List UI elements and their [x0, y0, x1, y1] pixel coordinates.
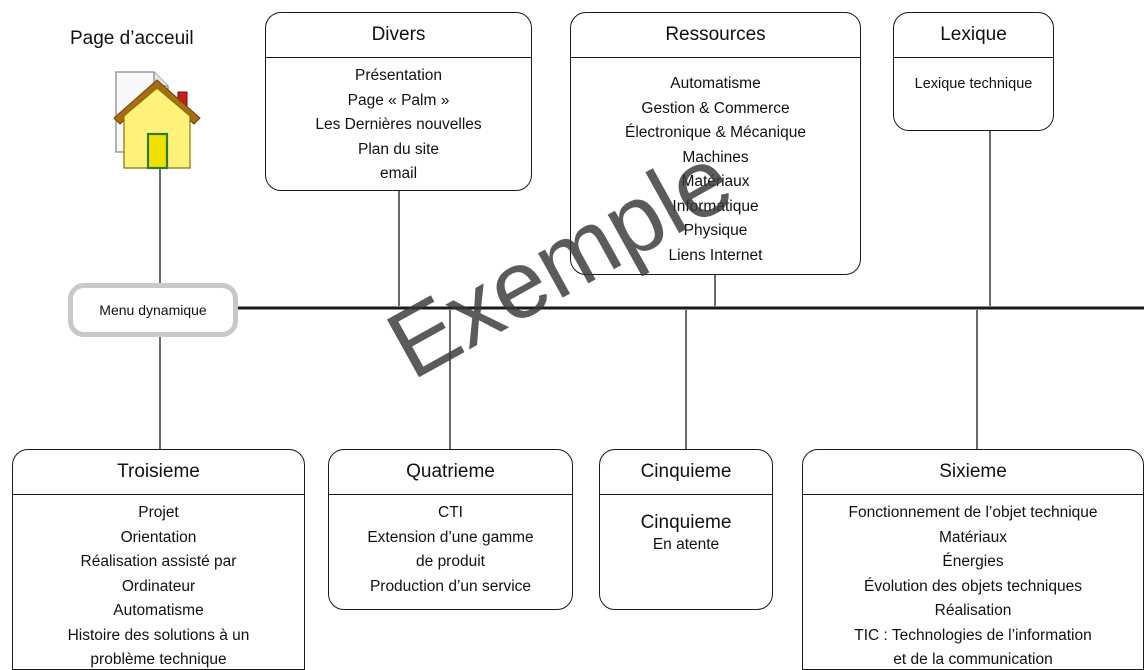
- sixieme-item[interactable]: Matériaux: [938, 528, 1008, 546]
- sixieme-item[interactable]: et de la communication: [893, 651, 1053, 668]
- box-divers: Divers Présentation Page « Palm » Les De…: [265, 12, 532, 191]
- troisieme-item[interactable]: Orientation: [120, 528, 197, 546]
- quatrieme-item[interactable]: CTI: [438, 504, 463, 521]
- ressources-item[interactable]: Physique: [683, 222, 748, 239]
- box-sixieme-title: Sixieme: [803, 450, 1143, 495]
- troisieme-item[interactable]: Automatisme: [113, 602, 204, 619]
- sixieme-item[interactable]: Réalisation: [934, 602, 1012, 619]
- troisieme-item[interactable]: problème technique: [90, 651, 227, 668]
- troisieme-item[interactable]: Réalisation assisté par: [80, 553, 237, 570]
- ressources-item[interactable]: Automatisme: [670, 75, 761, 92]
- quatrieme-item[interactable]: Extension d’une gamme: [367, 528, 534, 546]
- box-cinquieme: Cinquieme Cinquieme En atente: [599, 449, 773, 610]
- box-cinquieme-items: Cinquieme En atente: [600, 495, 772, 609]
- sixieme-item[interactable]: TIC : Technologies de l’information: [854, 626, 1092, 644]
- troisieme-item[interactable]: Histoire des solutions à un: [67, 626, 250, 644]
- box-quatrieme-title: Quatrieme: [329, 450, 572, 495]
- box-quatrieme-items: CTI Extension d’une gamme de produit Pro…: [329, 495, 572, 609]
- box-ressources-title: Ressources: [571, 13, 860, 58]
- ressources-item[interactable]: Liens Internet: [668, 246, 763, 264]
- ressources-item[interactable]: Gestion & Commerce: [641, 99, 790, 117]
- box-troisieme-title: Troisieme: [13, 450, 304, 495]
- box-divers-items: Présentation Page « Palm » Les Dernières…: [266, 58, 531, 190]
- home-page-icon[interactable]: [110, 68, 210, 172]
- box-divers-title: Divers: [266, 13, 531, 58]
- cinquieme-item[interactable]: En atente: [652, 535, 720, 553]
- box-lexique-title: Lexique: [894, 13, 1053, 58]
- sixieme-item[interactable]: Énergies: [942, 553, 1004, 570]
- divers-item[interactable]: Les Dernières nouvelles: [315, 116, 482, 133]
- box-lexique: Lexique Lexique technique: [893, 12, 1054, 131]
- dynamic-menu[interactable]: Menu dynamique: [68, 283, 238, 337]
- box-quatrieme: Quatrieme CTI Extension d’une gamme de p…: [328, 449, 573, 610]
- dynamic-menu-label: Menu dynamique: [99, 302, 207, 318]
- quatrieme-item[interactable]: de produit: [416, 553, 485, 570]
- box-ressources: Ressources Automatisme Gestion & Commerc…: [570, 12, 861, 275]
- ressources-item[interactable]: Informatique: [672, 197, 759, 215]
- ressources-item[interactable]: Machines: [682, 148, 749, 166]
- lexique-item[interactable]: Lexique technique: [914, 76, 1033, 92]
- divers-item[interactable]: Plan du site: [358, 140, 439, 158]
- box-cinquieme-title: Cinquieme: [600, 450, 772, 495]
- troisieme-item[interactable]: Ordinateur: [121, 577, 196, 595]
- home-page-title: Page d’acceuil: [70, 28, 194, 49]
- troisieme-item[interactable]: Projet: [138, 504, 179, 521]
- box-sixieme: Sixieme Fonctionnement de l’objet techni…: [802, 449, 1144, 670]
- box-sixieme-items: Fonctionnement de l’objet technique Maté…: [803, 495, 1143, 669]
- box-troisieme-items: Projet Orientation Réalisation assisté p…: [13, 495, 304, 669]
- box-ressources-items: Automatisme Gestion & Commerce Électroni…: [571, 58, 860, 274]
- ressources-item[interactable]: Électronique & Mécanique: [625, 124, 806, 141]
- divers-item[interactable]: Présentation: [354, 67, 443, 84]
- box-troisieme: Troisieme Projet Orientation Réalisation…: [12, 449, 305, 670]
- quatrieme-item[interactable]: Production d’un service: [369, 577, 532, 595]
- sixieme-item[interactable]: Évolution des objets techniques: [863, 577, 1082, 595]
- box-lexique-items: Lexique technique: [894, 58, 1053, 130]
- sixieme-item[interactable]: Fonctionnement de l’objet technique: [848, 504, 1098, 521]
- cinquieme-subtitle[interactable]: Cinquieme: [640, 512, 732, 533]
- divers-item[interactable]: email: [379, 165, 418, 182]
- divers-item[interactable]: Page « Palm »: [347, 91, 450, 109]
- ressources-item[interactable]: Matériaux: [681, 173, 750, 190]
